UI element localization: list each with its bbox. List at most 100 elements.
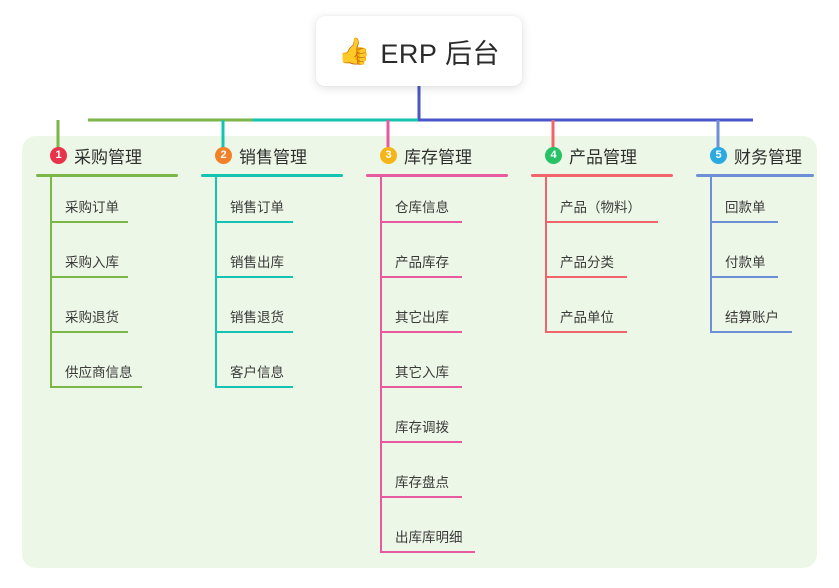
column-header-purchase[interactable]: 1 采购管理 bbox=[36, 142, 196, 168]
leaf-item-underline bbox=[215, 386, 293, 388]
leaf-item-label: 结算账户 bbox=[725, 310, 779, 325]
leaf-item-label: 供应商信息 bbox=[65, 365, 133, 380]
leaf-item-label: 采购入库 bbox=[65, 255, 119, 270]
leaf-item[interactable]: 采购退货 bbox=[36, 287, 196, 342]
root-node-card[interactable]: 👍 ERP 后台 bbox=[316, 16, 522, 86]
leaf-item-underline bbox=[710, 331, 792, 333]
leaf-item-label: 销售订单 bbox=[230, 200, 284, 215]
column-body-finance: 回款单付款单结算账户 bbox=[696, 177, 816, 342]
column-header-underline bbox=[531, 174, 673, 177]
leaf-item-label: 回款单 bbox=[725, 200, 766, 215]
column-spine bbox=[215, 177, 217, 388]
column-inventory: 3 库存管理仓库信息产品库存其它出库其它入库库存调拨库存盘点出库库明细 bbox=[366, 142, 526, 562]
leaf-item-label: 仓库信息 bbox=[395, 200, 449, 215]
leaf-item-label: 产品分类 bbox=[560, 255, 614, 270]
leaf-item-underline bbox=[545, 276, 627, 278]
leaf-item-label: 销售出库 bbox=[230, 255, 284, 270]
column-product: 4 产品管理产品（物料） 产品分类产品单位 bbox=[531, 142, 691, 342]
leaf-item[interactable]: 销售订单 bbox=[201, 177, 361, 232]
column-body-product: 产品（物料） 产品分类产品单位 bbox=[531, 177, 691, 342]
column-title: 采购管理 bbox=[74, 147, 142, 167]
leaf-item-underline bbox=[380, 221, 462, 223]
column-header-underline bbox=[36, 174, 178, 177]
column-badge-icon: 3 bbox=[380, 146, 397, 164]
thumbs-up-icon: 👍 bbox=[338, 36, 371, 66]
column-badge-icon: 5 bbox=[710, 146, 727, 164]
leaf-item[interactable]: 采购订单 bbox=[36, 177, 196, 232]
leaf-item-underline bbox=[380, 276, 462, 278]
leaf-item-label: 其它出库 bbox=[395, 310, 449, 325]
leaf-item-label: 库存盘点 bbox=[395, 475, 449, 490]
leaf-item[interactable]: 产品（物料） bbox=[531, 177, 691, 232]
leaf-item[interactable]: 销售退货 bbox=[201, 287, 361, 342]
column-title: 销售管理 bbox=[239, 147, 307, 167]
column-badge-icon: 2 bbox=[215, 146, 232, 164]
leaf-item-label: 产品库存 bbox=[395, 255, 449, 270]
leaf-item[interactable]: 产品单位 bbox=[531, 287, 691, 342]
column-header-inventory[interactable]: 3 库存管理 bbox=[366, 142, 526, 168]
leaf-item-underline bbox=[215, 276, 293, 278]
column-header-sales[interactable]: 2 销售管理 bbox=[201, 142, 361, 168]
leaf-item-underline bbox=[215, 331, 293, 333]
leaf-item[interactable]: 库存调拨 bbox=[366, 397, 526, 452]
leaf-item[interactable]: 客户信息 bbox=[201, 342, 361, 397]
leaf-item-label: 销售退货 bbox=[230, 310, 284, 325]
leaf-item-underline bbox=[50, 221, 128, 223]
leaf-item-label: 出库库明细 bbox=[395, 530, 463, 545]
column-header-product[interactable]: 4 产品管理 bbox=[531, 142, 691, 168]
leaf-item-underline bbox=[380, 496, 462, 498]
leaf-item-underline bbox=[50, 331, 128, 333]
column-body-sales: 销售订单销售出库销售退货客户信息 bbox=[201, 177, 361, 397]
leaf-item[interactable]: 其它出库 bbox=[366, 287, 526, 342]
leaf-item[interactable]: 结算账户 bbox=[696, 287, 816, 342]
column-purchase: 1 采购管理采购订单采购入库采购退货供应商信息 bbox=[36, 142, 196, 397]
leaf-item-underline bbox=[545, 221, 658, 223]
leaf-item-label: 产品（物料） bbox=[560, 200, 641, 215]
leaf-item-underline bbox=[50, 276, 128, 278]
leaf-item-label: 付款单 bbox=[725, 255, 766, 270]
leaf-item-label: 其它入库 bbox=[395, 365, 449, 380]
leaf-item[interactable]: 其它入库 bbox=[366, 342, 526, 397]
column-spine bbox=[710, 177, 712, 333]
leaf-item[interactable]: 销售出库 bbox=[201, 232, 361, 287]
leaf-item[interactable]: 采购入库 bbox=[36, 232, 196, 287]
column-title: 财务管理 bbox=[734, 147, 802, 167]
column-sales: 2 销售管理销售订单销售出库销售退货客户信息 bbox=[201, 142, 361, 397]
leaf-item[interactable]: 产品分类 bbox=[531, 232, 691, 287]
leaf-item[interactable]: 回款单 bbox=[696, 177, 816, 232]
column-header-underline bbox=[201, 174, 343, 177]
leaf-item[interactable]: 产品库存 bbox=[366, 232, 526, 287]
leaf-item-underline bbox=[710, 221, 778, 223]
leaf-item-underline bbox=[380, 441, 462, 443]
leaf-item[interactable]: 仓库信息 bbox=[366, 177, 526, 232]
leaf-item-label: 客户信息 bbox=[230, 365, 284, 380]
column-badge-icon: 4 bbox=[545, 146, 562, 164]
leaf-item[interactable]: 出库库明细 bbox=[366, 507, 526, 562]
column-spine bbox=[545, 177, 547, 333]
column-finance: 5 财务管理回款单付款单结算账户 bbox=[696, 142, 816, 342]
column-spine bbox=[380, 177, 382, 553]
column-badge-icon: 1 bbox=[50, 146, 67, 164]
root-node-title: ERP 后台 bbox=[380, 38, 500, 69]
leaf-item-underline bbox=[380, 386, 462, 388]
leaf-item-label: 采购退货 bbox=[65, 310, 119, 325]
leaf-item-label: 产品单位 bbox=[560, 310, 614, 325]
column-body-purchase: 采购订单采购入库采购退货供应商信息 bbox=[36, 177, 196, 397]
leaf-item-underline bbox=[50, 386, 142, 388]
leaf-item[interactable]: 供应商信息 bbox=[36, 342, 196, 397]
leaf-item[interactable]: 付款单 bbox=[696, 232, 816, 287]
leaf-item[interactable]: 库存盘点 bbox=[366, 452, 526, 507]
column-title: 库存管理 bbox=[404, 147, 472, 167]
column-title: 产品管理 bbox=[569, 147, 637, 167]
leaf-item-label: 采购订单 bbox=[65, 200, 119, 215]
leaf-item-underline bbox=[380, 331, 462, 333]
column-body-inventory: 仓库信息产品库存其它出库其它入库库存调拨库存盘点出库库明细 bbox=[366, 177, 526, 562]
leaf-item-underline bbox=[380, 551, 475, 553]
column-header-underline bbox=[366, 174, 508, 177]
leaf-item-underline bbox=[215, 221, 293, 223]
leaf-item-underline bbox=[710, 276, 778, 278]
column-header-finance[interactable]: 5 财务管理 bbox=[696, 142, 816, 168]
leaf-item-label: 库存调拨 bbox=[395, 420, 449, 435]
column-header-underline bbox=[696, 174, 814, 177]
column-spine bbox=[50, 177, 52, 388]
